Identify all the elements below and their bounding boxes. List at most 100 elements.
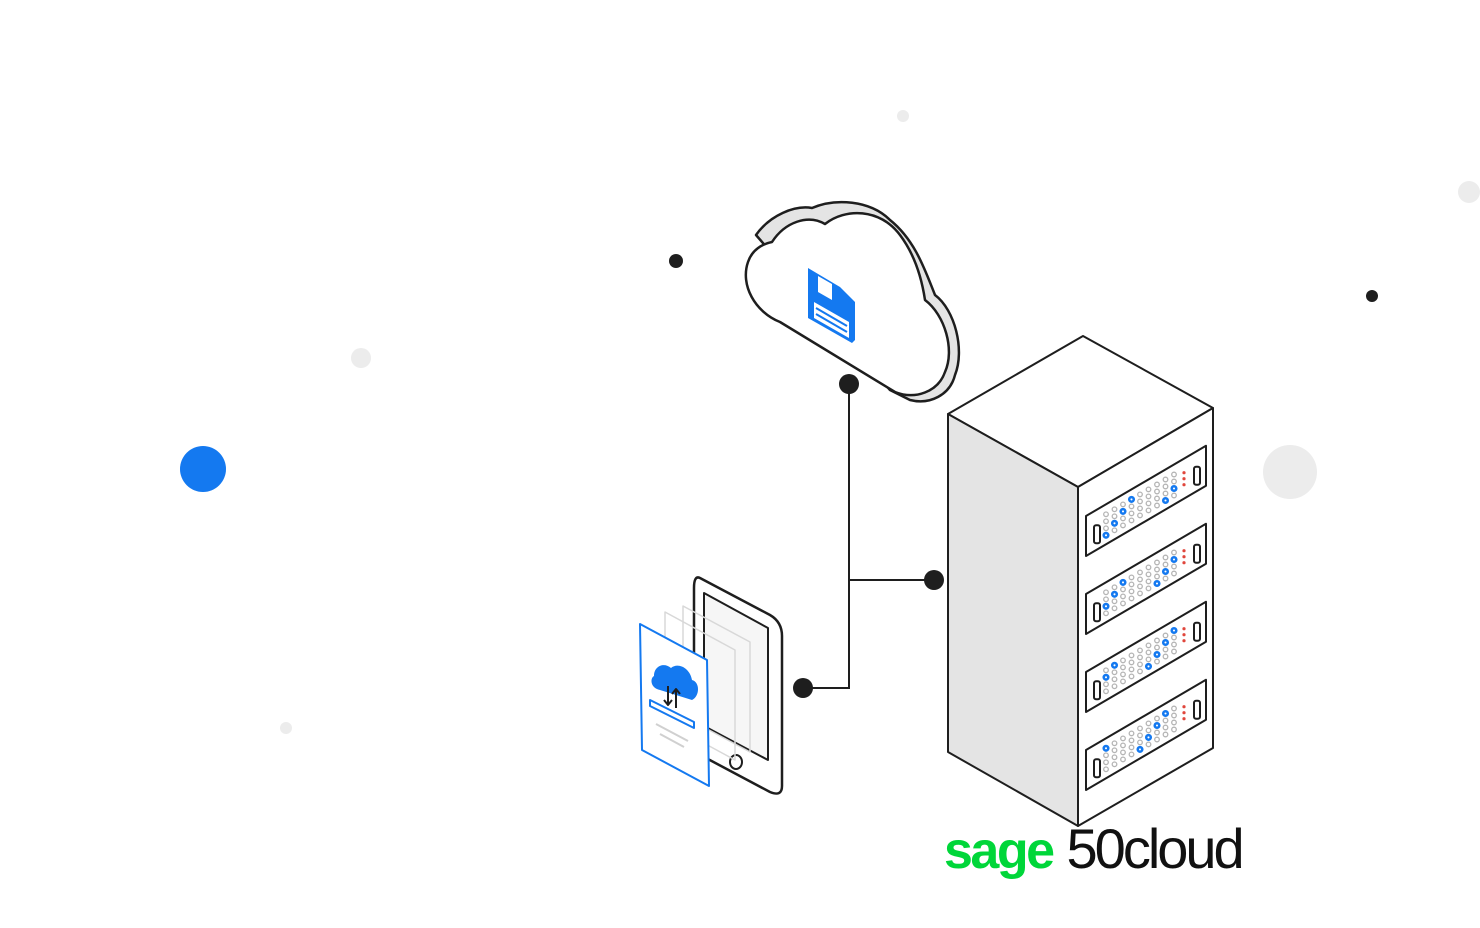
- rack-led: [1162, 731, 1169, 738]
- bg-dot: [1458, 181, 1480, 203]
- rack-led: [1120, 593, 1126, 600]
- rack-led: [1144, 733, 1153, 741]
- rack-led: [1137, 569, 1143, 576]
- rack-led: [1136, 745, 1144, 753]
- rack-led: [1145, 507, 1152, 514]
- rack-led: [1103, 511, 1109, 518]
- rack-led: [1154, 495, 1160, 502]
- rack-side: [947, 413, 1079, 827]
- cloud-sync-icon: [651, 665, 698, 708]
- sync-card: [639, 623, 710, 787]
- rack-led: [1171, 641, 1177, 648]
- bg-dot-dark: [1366, 290, 1378, 302]
- rack-status-led: [1182, 639, 1186, 643]
- rack-led: [1110, 661, 1119, 669]
- rack-led: [1145, 585, 1152, 592]
- rack-led: [1110, 590, 1119, 598]
- rack-led: [1120, 586, 1126, 593]
- rack-led: [1137, 654, 1143, 661]
- rack-led: [1162, 561, 1169, 568]
- rack-led: [1171, 634, 1177, 641]
- rack-led: [1137, 732, 1143, 739]
- rack-led: [1128, 744, 1135, 751]
- rack-led: [1145, 649, 1152, 656]
- rack-status-led: [1182, 549, 1186, 553]
- rack-led: [1120, 756, 1126, 763]
- bg-dot: [897, 110, 909, 122]
- rack-led: [1103, 759, 1109, 766]
- rack-led: [1120, 600, 1126, 607]
- rack-led: [1171, 563, 1177, 570]
- rack-led: [1154, 729, 1160, 736]
- sync-progress: [649, 699, 695, 729]
- rack-handle: [1093, 524, 1101, 545]
- rack-handle: [1093, 602, 1101, 623]
- rack-handle: [1193, 543, 1201, 564]
- rack-led: [1111, 669, 1118, 676]
- rack-led: [1111, 676, 1118, 683]
- rack-handle: [1093, 680, 1101, 701]
- rack-led: [1154, 502, 1160, 509]
- rack-led: [1128, 751, 1135, 758]
- rack-led: [1162, 724, 1169, 731]
- rack-led: [1145, 727, 1152, 734]
- rack-led: [1120, 735, 1126, 742]
- rack-led: [1103, 596, 1109, 603]
- rack-led: [1137, 583, 1143, 590]
- rack-led: [1102, 602, 1110, 610]
- bg-dot-blue: [180, 446, 226, 492]
- rack-led: [1111, 513, 1118, 520]
- rack-status-led: [1182, 477, 1186, 481]
- rack-led: [1171, 549, 1177, 556]
- rack-led: [1171, 492, 1177, 499]
- rack-status-led: [1182, 471, 1186, 475]
- rack-led: [1111, 605, 1118, 612]
- rack-led: [1102, 531, 1110, 539]
- rack-led: [1103, 610, 1109, 617]
- bg-dot: [1263, 445, 1317, 499]
- rack-led: [1154, 715, 1160, 722]
- rack-led: [1137, 668, 1143, 675]
- phone-home-button: [729, 754, 743, 770]
- background-dots: [180, 110, 1480, 734]
- rack-led: [1111, 527, 1118, 534]
- rack-led: [1162, 483, 1169, 490]
- rack-led: [1111, 683, 1118, 690]
- rack-led: [1120, 678, 1126, 685]
- rack-led: [1120, 742, 1126, 749]
- rack-status-led: [1182, 717, 1186, 721]
- rack-led: [1111, 747, 1118, 754]
- rack-led: [1145, 564, 1152, 571]
- rack-status-led: [1182, 483, 1186, 487]
- rack-led: [1171, 478, 1177, 485]
- rack-led: [1145, 642, 1152, 649]
- rack-led: [1137, 505, 1143, 512]
- rack-handle: [1193, 699, 1201, 720]
- rack-led: [1162, 653, 1169, 660]
- rack-led: [1102, 673, 1110, 681]
- rack-led: [1170, 484, 1178, 493]
- rack-led: [1128, 673, 1135, 680]
- rack-led: [1171, 726, 1177, 733]
- rack-led: [1171, 648, 1177, 655]
- logo-product-text: 50cloud: [1066, 817, 1245, 880]
- rack-led: [1162, 575, 1169, 582]
- rack-led: [1145, 493, 1152, 500]
- rack-led: [1128, 652, 1135, 659]
- rack-led: [1137, 725, 1143, 732]
- rack-led: [1145, 500, 1152, 507]
- rack-led: [1144, 662, 1153, 670]
- server-rack: [947, 335, 1214, 827]
- rack-led: [1111, 761, 1118, 768]
- rack-led: [1120, 671, 1126, 678]
- rack-led: [1162, 554, 1169, 561]
- bg-dot-dark: [669, 254, 683, 268]
- rack-status-led: [1182, 633, 1186, 637]
- rack-status-led: [1182, 555, 1186, 559]
- logo-brand-text: sage: [944, 822, 1055, 880]
- rack-led: [1120, 657, 1126, 664]
- rack-units: [1085, 444, 1207, 791]
- connector-cloud: [803, 384, 850, 689]
- rack-led: [1154, 559, 1160, 566]
